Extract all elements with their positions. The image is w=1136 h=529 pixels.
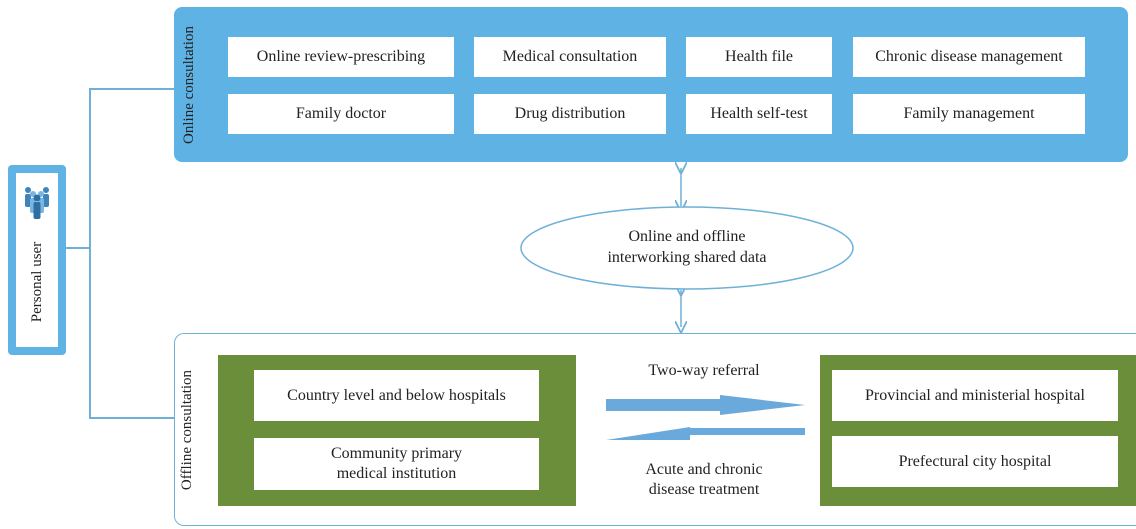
online-item-health-self-test: Health self-test bbox=[686, 94, 832, 134]
offline-consultation-title: Offline consultation bbox=[179, 369, 195, 491]
online-item-medical-consultation: Medical consultation bbox=[474, 37, 666, 77]
online-item-chronic-disease-management: Chronic disease management bbox=[853, 37, 1085, 77]
online-item-family-management: Family management bbox=[853, 94, 1085, 134]
arrow-left-icon bbox=[606, 427, 805, 440]
personal-user-box: Personal user bbox=[8, 165, 66, 355]
online-item-health-file: Health file bbox=[686, 37, 832, 77]
connector-to-online bbox=[89, 88, 175, 90]
provincial-ministerial-hospital: Provincial and ministerial hospital bbox=[832, 370, 1118, 421]
online-item-family-doctor: Family doctor bbox=[228, 94, 454, 134]
connector-user-stem bbox=[66, 247, 90, 249]
prefectural-city-hospital: Prefectural city hospital bbox=[832, 436, 1118, 487]
referral-arrows bbox=[606, 395, 805, 440]
connector-to-offline bbox=[89, 417, 175, 419]
online-item-review-prescribing: Online review-prescribing bbox=[228, 37, 454, 77]
two-way-referral-label: Two-way referral bbox=[648, 362, 760, 379]
community-primary-institution: Community primary medical institution bbox=[254, 438, 539, 490]
acute-chronic-treatment-label: Acute and chronic disease treatment bbox=[645, 461, 763, 498]
arrow-right-icon bbox=[606, 395, 805, 415]
online-consultation-panel: Online consultation bbox=[174, 7, 1128, 162]
shared-data-ellipse bbox=[520, 206, 854, 290]
people-group-icon bbox=[25, 187, 49, 219]
online-item-drug-distribution: Drug distribution bbox=[474, 94, 666, 134]
shared-data-label: Online and offline interworking shared d… bbox=[607, 228, 767, 266]
country-level-hospitals: Country level and below hospitals bbox=[254, 370, 539, 421]
connector-trunk bbox=[89, 88, 91, 418]
